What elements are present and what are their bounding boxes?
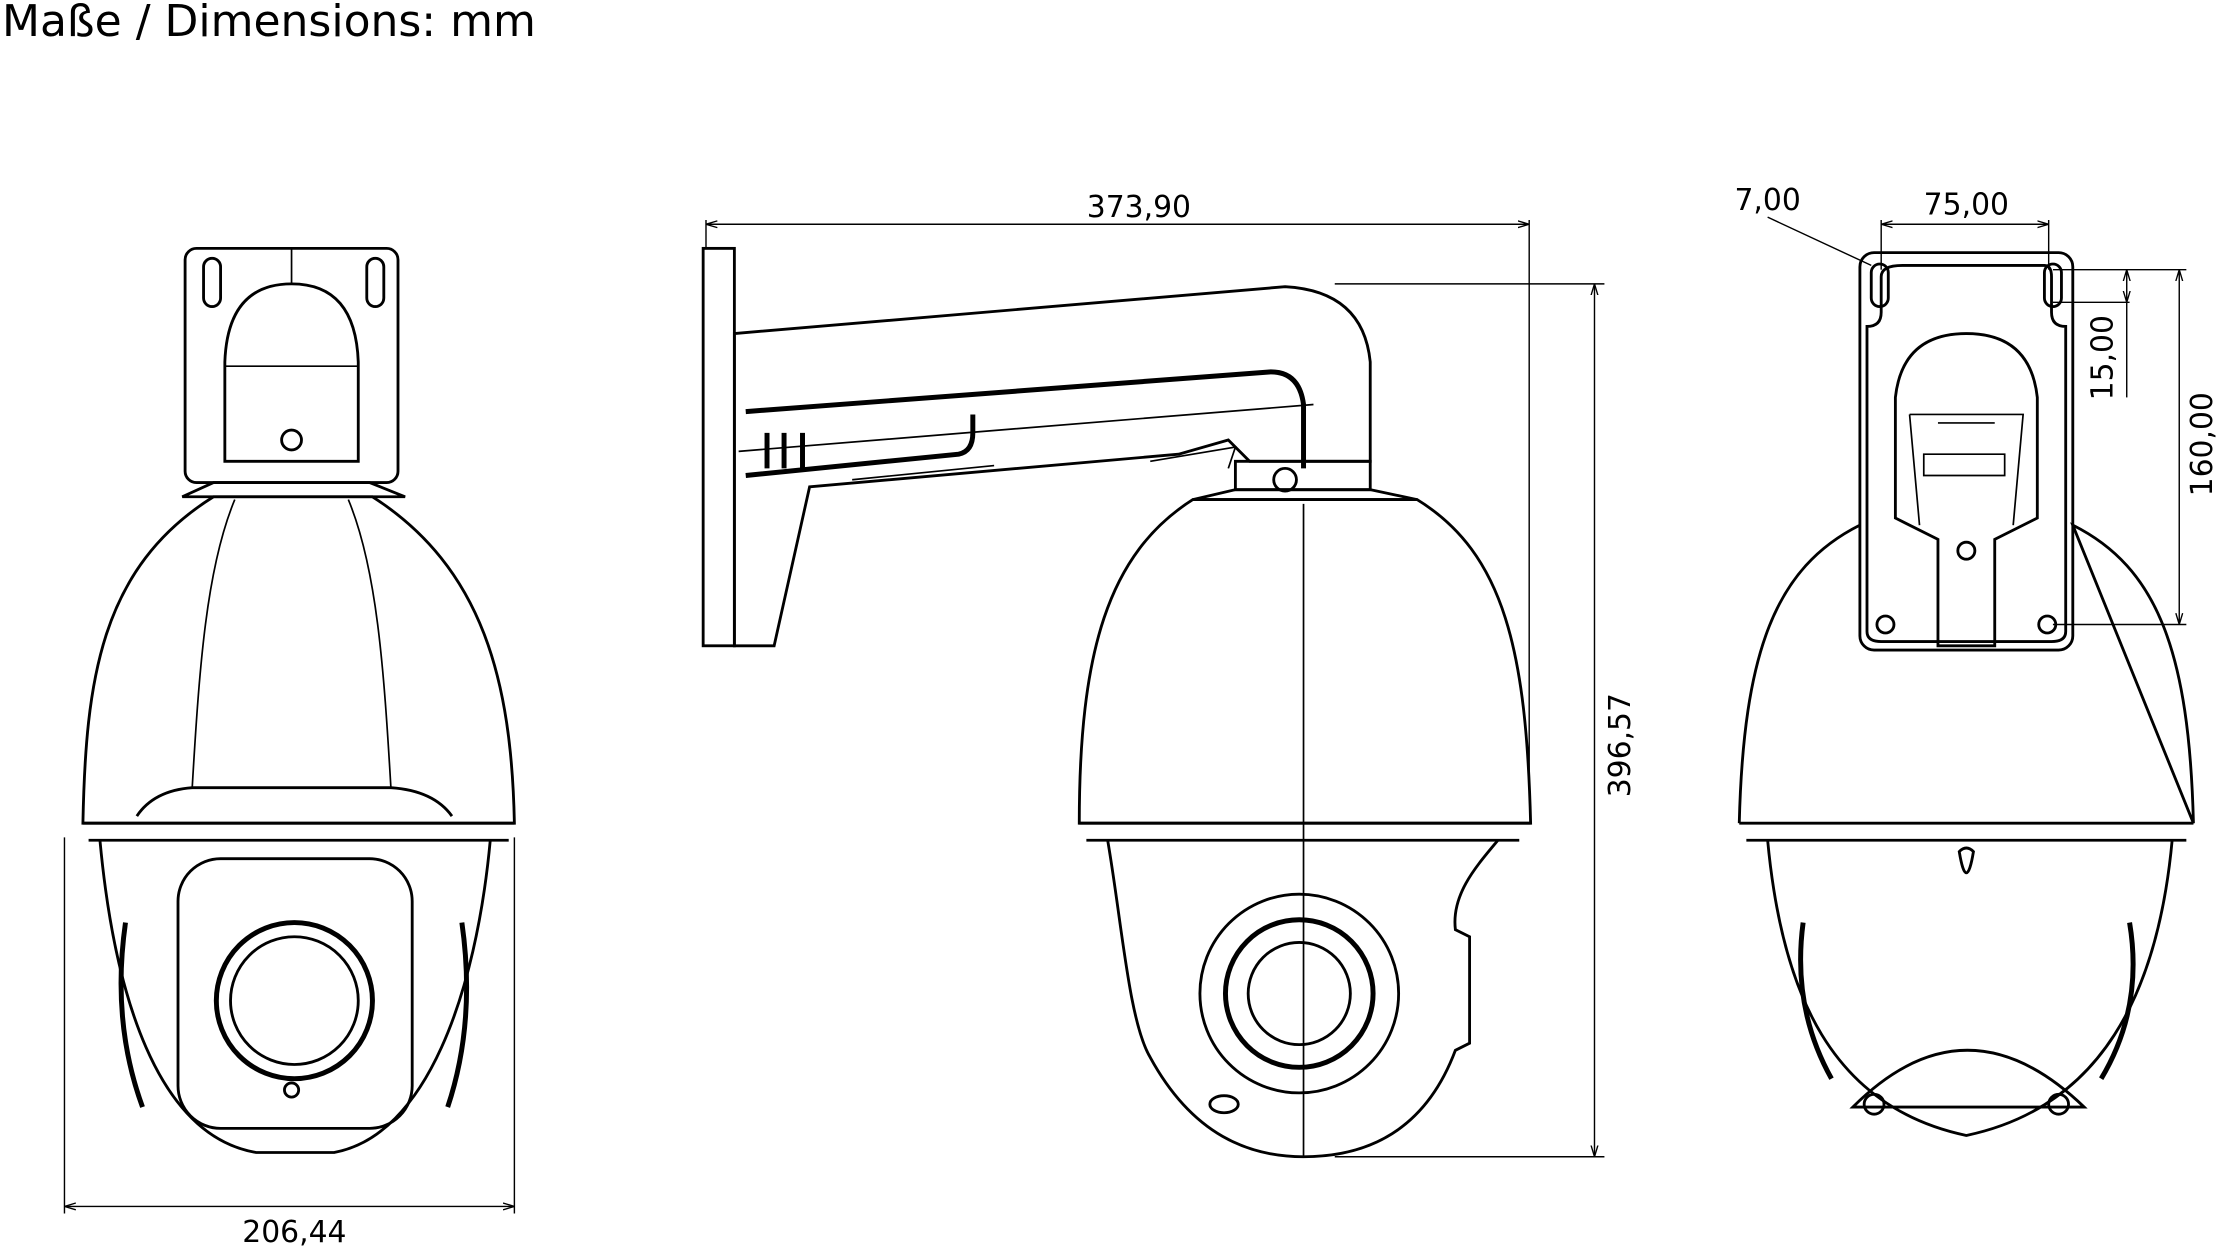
lens-ring — [1222, 917, 1376, 1070]
screw-icon — [1272, 466, 1298, 493]
plate-height-label: 160,00 — [2185, 392, 2220, 496]
screw-icon — [280, 428, 303, 452]
keyhole-slots — [1869, 262, 2063, 308]
arm-neck — [223, 282, 360, 463]
rear-view: 7,00 75,00 15,00 160,00 — [1734, 183, 2220, 1137]
lens-inner — [229, 935, 360, 1066]
lens-outer — [1198, 892, 1401, 1095]
screw-icon — [1956, 540, 1977, 561]
wall-arm — [732, 285, 1372, 648]
front-view: 206,44 — [63, 246, 516, 1249]
dome-housing — [81, 495, 516, 825]
page-title: Maße / Dimensions: mm — [2, 0, 536, 47]
slot-dimension-label: 15,00 — [2086, 315, 2121, 400]
dome-housing — [1077, 498, 1533, 825]
hole-leader-line — [1767, 216, 1872, 267]
side-view: 373,90 396,57 — [701, 190, 1638, 1159]
mount-plate — [1858, 251, 2075, 652]
arm-neck — [1893, 332, 2039, 648]
rear-cover — [1849, 1048, 2088, 1109]
wall-plate — [701, 246, 736, 648]
lower-housing — [98, 840, 492, 1154]
width-dimension-label: 206,44 — [242, 1215, 346, 1249]
hole-spacing-label: 75,00 — [1924, 187, 2009, 222]
keyhole-slots — [202, 256, 386, 308]
lens-inner — [1246, 941, 1352, 1047]
depth-dimension-label: 373,90 — [1087, 190, 1191, 225]
lower-housing — [1739, 821, 2194, 1137]
hole-dimension-label: 7,00 — [1734, 183, 1800, 218]
height-dimension-label: 396,57 — [1603, 693, 1638, 797]
lens-block — [176, 857, 414, 1130]
dome-housing — [1737, 522, 2195, 824]
lens-outer — [213, 920, 375, 1082]
